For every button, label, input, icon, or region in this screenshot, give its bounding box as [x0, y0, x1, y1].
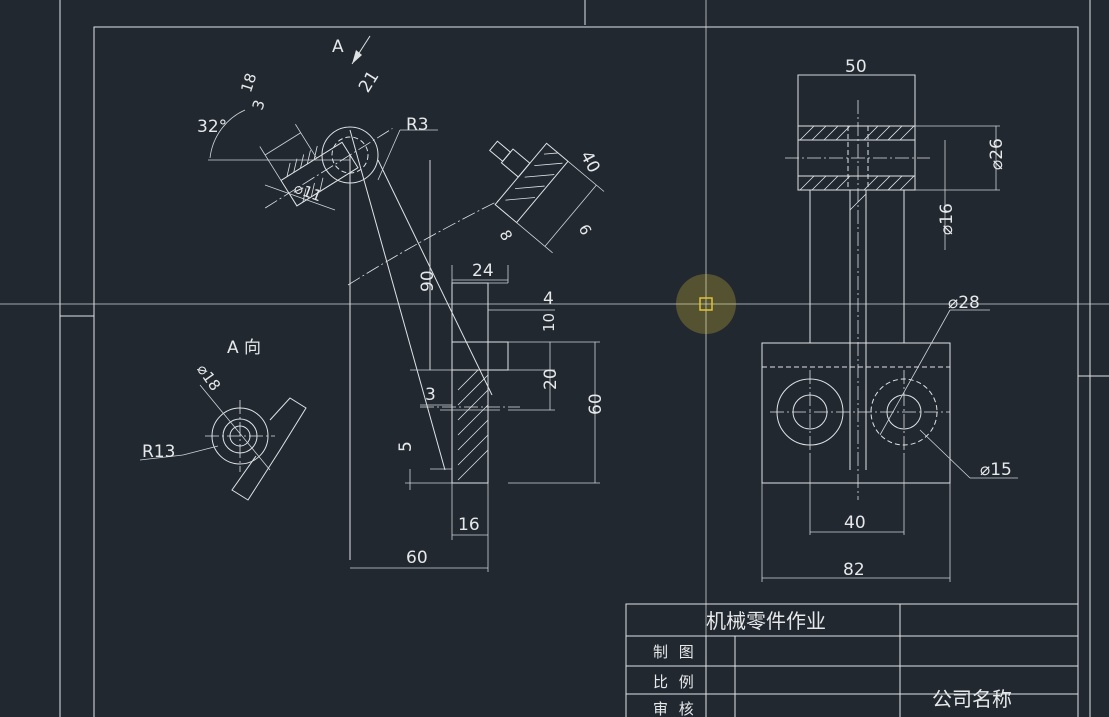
side-dim-d15: ⌀15 [980, 460, 1012, 480]
side-dim-50: 50 [845, 57, 867, 77]
dim-4: 4 [543, 289, 554, 309]
side-dim-d28: ⌀28 [948, 293, 980, 313]
title-block [625, 603, 1079, 717]
dim-8: 8 [496, 227, 516, 244]
dim-6: 6 [575, 221, 595, 238]
side-dim-d26: ⌀26 [987, 138, 1007, 170]
title-block-row-draw: 制 图 [653, 643, 697, 661]
dim-18: 18 [237, 71, 260, 95]
side-dim-d16: ⌀16 [937, 203, 957, 235]
dim-d11: ⌀11 [292, 179, 325, 206]
dim-60-horizontal: 60 [406, 548, 428, 568]
dim-21: 21 [355, 67, 383, 96]
dim-40: 40 [576, 148, 604, 176]
side-dim-40: 40 [844, 513, 866, 533]
title-block-company: 公司名称 [932, 687, 1012, 711]
side-view [761, 74, 1018, 582]
dim-r3: R3 [406, 115, 429, 135]
a-view-label: A 向 [227, 338, 261, 358]
dim-16: 16 [458, 515, 480, 535]
title-block-row-review: 审 核 [653, 700, 697, 717]
title-block-title: 机械零件作业 [706, 609, 826, 633]
dim-5: 5 [396, 441, 416, 452]
dim-24: 24 [472, 261, 494, 281]
dim-90: 90 [418, 270, 438, 292]
a-view-dim-d18: ⌀18 [193, 361, 224, 394]
dim-20: 20 [541, 368, 561, 390]
a-view-dim-r13: R13 [142, 442, 175, 462]
dim-3a: 3 [249, 98, 269, 113]
drawing-frame [59, 0, 1109, 717]
dim-32deg: 32° [197, 117, 227, 137]
a-direction-view [139, 384, 307, 501]
dim-60-vertical: 60 [586, 393, 606, 415]
title-block-row-scale: 比 例 [653, 673, 697, 691]
main-view [208, 35, 605, 572]
dim-3b: 3 [425, 385, 436, 405]
side-dim-82: 82 [843, 560, 865, 580]
section-arrow-label: A [332, 37, 344, 57]
dim-10: 10 [540, 313, 558, 332]
